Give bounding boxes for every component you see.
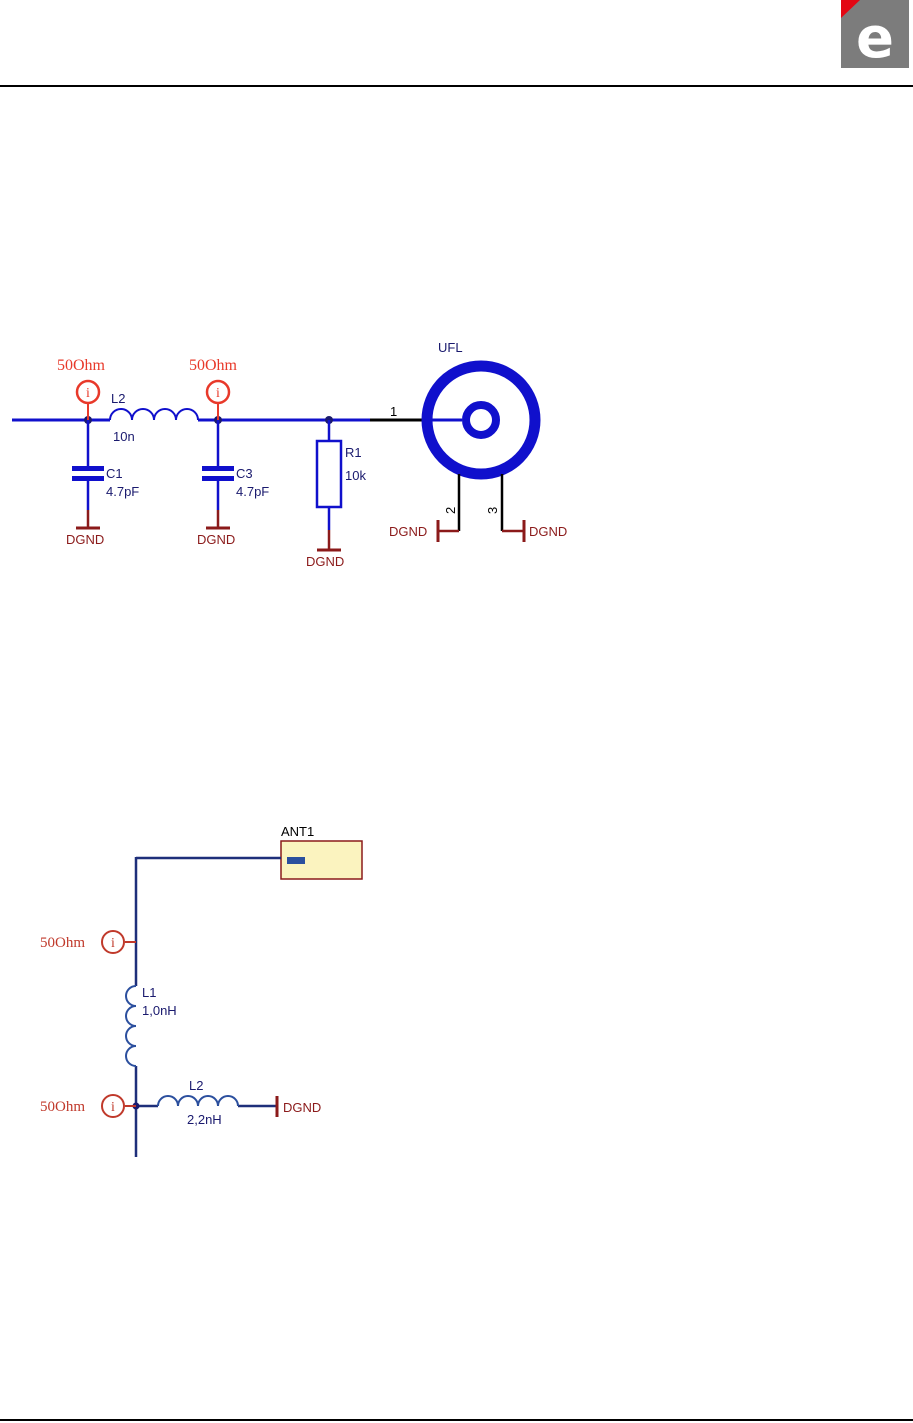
probe-symbol: i — [216, 386, 220, 401]
ufl-center-pin — [466, 405, 496, 435]
cap-plate — [202, 476, 234, 481]
ufl-pin-number: 3 — [485, 507, 500, 514]
res-value: 10k — [345, 468, 366, 483]
cap-value: 4.7pF — [106, 484, 139, 499]
ufl-connector: UFL 1 2 DGND 3 DGND — [389, 340, 567, 542]
probe-label: 50Ohm — [57, 357, 106, 374]
res-body — [317, 441, 341, 507]
gnd-label: DGND — [529, 524, 567, 539]
inductor-l2-ref: L2 — [189, 1078, 203, 1093]
impedance-probe: i 50Ohm — [40, 931, 136, 953]
cap-plate — [202, 466, 234, 471]
gnd-label: DGND — [389, 524, 427, 539]
antenna-pin — [287, 857, 305, 864]
gnd-label: DGND — [197, 532, 235, 547]
probe-label: 50Ohm — [40, 935, 85, 951]
ufl-pin-number: 1 — [390, 404, 397, 419]
gnd-label: DGND — [306, 554, 344, 569]
probe-symbol: i — [111, 936, 115, 951]
probe-label: 50Ohm — [40, 1099, 85, 1115]
resistor-r1: R1 10k DGND — [306, 420, 366, 569]
probe-label: 50Ohm — [189, 357, 238, 374]
impedance-probe: i 50Ohm — [57, 357, 106, 420]
ufl-ref: UFL — [438, 340, 463, 355]
cap-ref: C3 — [236, 466, 253, 481]
rf-matching-schematic: L2 10n i 50Ohm i 50Ohm C1 4 — [12, 340, 567, 569]
ufl-pin-number: 2 — [443, 507, 458, 514]
inductor-l2-coil — [158, 1096, 238, 1106]
impedance-probe: i 50Ohm — [189, 357, 238, 420]
cap-plate — [72, 466, 104, 471]
cap-plate — [72, 476, 104, 481]
probe-symbol: i — [111, 1100, 115, 1115]
logo-letter: e — [856, 6, 894, 71]
gnd-label: DGND — [66, 532, 104, 547]
capacitor-c3: C3 4.7pF DGND — [197, 420, 269, 547]
inductor-l1-value: 1,0nH — [142, 1003, 177, 1018]
impedance-probe: i 50Ohm — [40, 1095, 136, 1117]
antenna-ref: ANT1 — [281, 824, 314, 839]
inductor-l2-value: 2,2nH — [187, 1112, 222, 1127]
inductor-l2-value: 10n — [113, 429, 135, 444]
cap-ref: C1 — [106, 466, 123, 481]
probe-symbol: i — [86, 386, 90, 401]
inductor-l1-coil — [126, 986, 136, 1066]
antenna-matching-schematic: ANT1 L1 1,0nH L2 2,2nH DGND i 50Ohm — [40, 824, 362, 1157]
inductor-l1-ref: L1 — [142, 985, 156, 1000]
res-ref: R1 — [345, 445, 362, 460]
company-logo: e — [841, 0, 909, 71]
gnd-label: DGND — [283, 1100, 321, 1115]
cap-value: 4.7pF — [236, 484, 269, 499]
inductor-l2-ref: L2 — [111, 391, 125, 406]
